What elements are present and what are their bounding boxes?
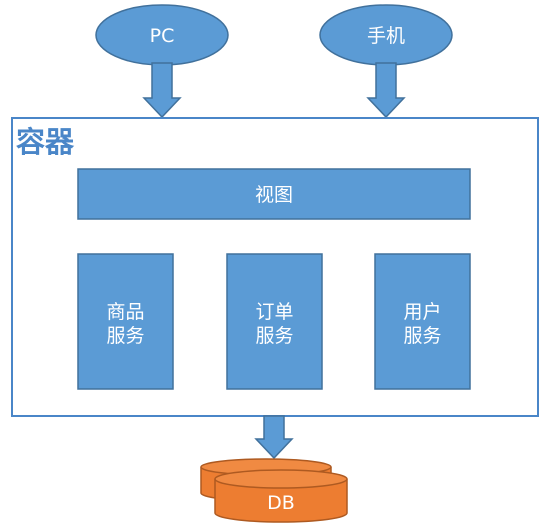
- client-mobile-label: 手机: [367, 25, 405, 47]
- database-node: DB: [200, 458, 348, 523]
- client-mobile-node: 手机: [319, 4, 453, 66]
- user-service-box: [374, 253, 471, 390]
- view-layer: 视图: [77, 168, 471, 220]
- order-service-label-line2: 服务: [255, 325, 293, 347]
- arrow-container-to-db: [254, 415, 294, 460]
- user-service-label-line2: 服务: [403, 325, 441, 347]
- arrow-mobile-to-container: [366, 62, 406, 119]
- client-pc-label: PC: [150, 25, 175, 47]
- product-service-box: [77, 253, 174, 390]
- database-cylinder-front: [214, 469, 348, 523]
- product-service-label-line1: 商品: [106, 301, 144, 323]
- order-service-box: [226, 253, 323, 390]
- database-label: DB: [267, 492, 295, 514]
- order-service-node: 订单 服务: [226, 253, 323, 390]
- product-service-node: 商品 服务: [77, 253, 174, 390]
- order-service-label-line1: 订单: [255, 301, 293, 323]
- user-service-node: 用户 服务: [374, 253, 471, 390]
- product-service-label-line2: 服务: [106, 325, 144, 347]
- view-layer-label: 视图: [255, 184, 293, 206]
- container-title: 容器: [16, 125, 75, 159]
- client-pc-node: PC: [95, 4, 229, 66]
- user-service-label-line1: 用户: [403, 301, 441, 323]
- view-layer-box: [77, 168, 471, 220]
- arrow-pc-to-container: [142, 62, 182, 119]
